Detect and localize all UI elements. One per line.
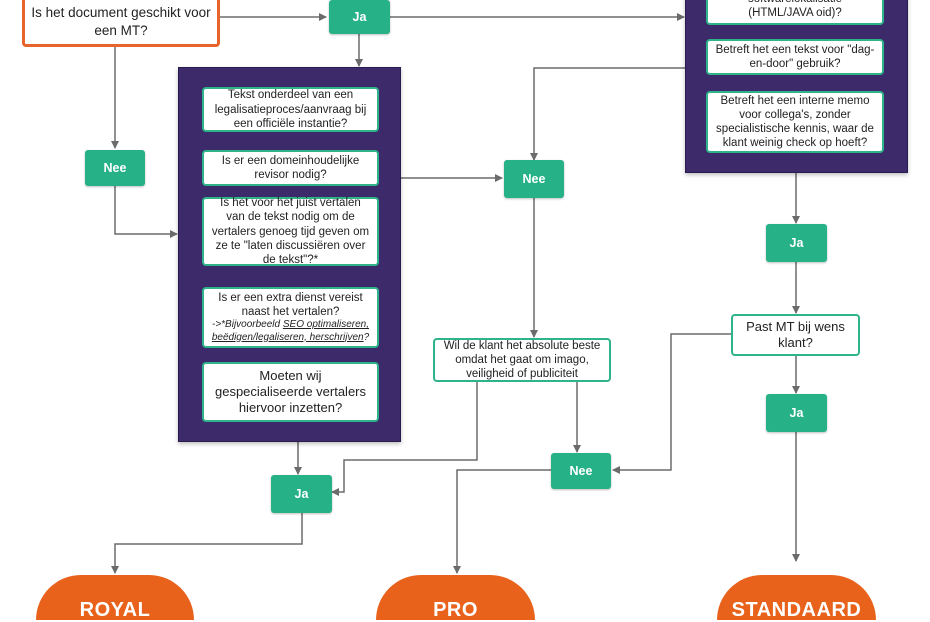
ja-label-right-lower: Ja [766,394,827,432]
nee-label-bottom: Nee [551,453,611,489]
left-q4-note-link: SEO optimaliseren, beëdigen/legaliseren,… [211,319,370,343]
ja-label-right-upper: Ja [766,224,827,262]
nee-label-left: Nee [85,150,145,186]
ja-label-bottom: Ja [271,475,332,513]
outcome-royal: ROYAL [36,575,194,621]
left-q4-box: Is er een extra dienst vereist naast het… [202,287,379,348]
right-q1-box: Betreft het vertalen van softwarelokalis… [706,0,884,25]
middle-question-box: Wil de klant het absolute beste omdat he… [433,338,611,382]
left-q4-note-suffix: ? [363,331,370,343]
nee-label-middle: Nee [504,160,564,198]
start-question-text: Is het document geschikt voor een MT? [31,4,211,38]
left-q3-text: Is het voor het juist vertalen van de te… [211,197,370,266]
left-q5-box: Moeten wij gespecialiseerde vertalers hi… [202,362,379,422]
outcome-standaard: STANDAARD [717,575,876,621]
left-q5-text: Moeten wij gespecialiseerde vertalers hi… [214,368,367,415]
right-question-text: Past MT bij wens klant? [746,319,845,350]
left-q4-note-prefix: ->*Bijvoorbeeld [211,319,283,331]
arrow-nee-to-pro [453,469,551,574]
arrow-right-panel-to-nee [530,67,706,161]
arrow-right-question-to-nee [612,333,733,474]
arrow-nee-to-left-panel [114,186,178,238]
outcome-pro: PRO [376,575,535,621]
arrow-ja-to-royal [111,513,303,574]
left-q2-box: Is er een domeinhoudelijke revisor nodig… [202,150,379,186]
right-question-box: Past MT bij wens klant? [731,314,860,356]
arrow-middle-question-to-ja [331,382,478,496]
left-q1-text: Tekst onderdeel van een legalisatieproce… [214,89,367,130]
ja-label-top: Ja [329,0,390,34]
middle-question-text: Wil de klant het absolute beste omdat he… [443,339,601,381]
right-q2-box: Betreft het een tekst voor "dag-en-door"… [706,39,884,75]
left-q4-text: Is er een extra dienst vereist naast het… [218,291,363,318]
right-q1-text: Betreft het vertalen van softwarelokalis… [748,0,842,19]
left-q3-box: Is het voor het juist vertalen van de te… [202,197,379,266]
left-q2-text: Is er een domeinhoudelijke revisor nodig… [221,154,360,181]
left-q1-box: Tekst onderdeel van een legalisatieproce… [202,87,379,132]
right-q2-text: Betreft het een tekst voor "dag-en-door"… [715,43,875,70]
right-q3-box: Betreft het een interne memo voor colleg… [706,91,884,153]
start-question-box: Is het document geschikt voor een MT? [22,0,220,47]
left-q4-note: ->*Bijvoorbeeld SEO optimaliseren, beëdi… [210,319,371,344]
right-q3-text: Betreft het een interne memo voor colleg… [716,94,874,150]
